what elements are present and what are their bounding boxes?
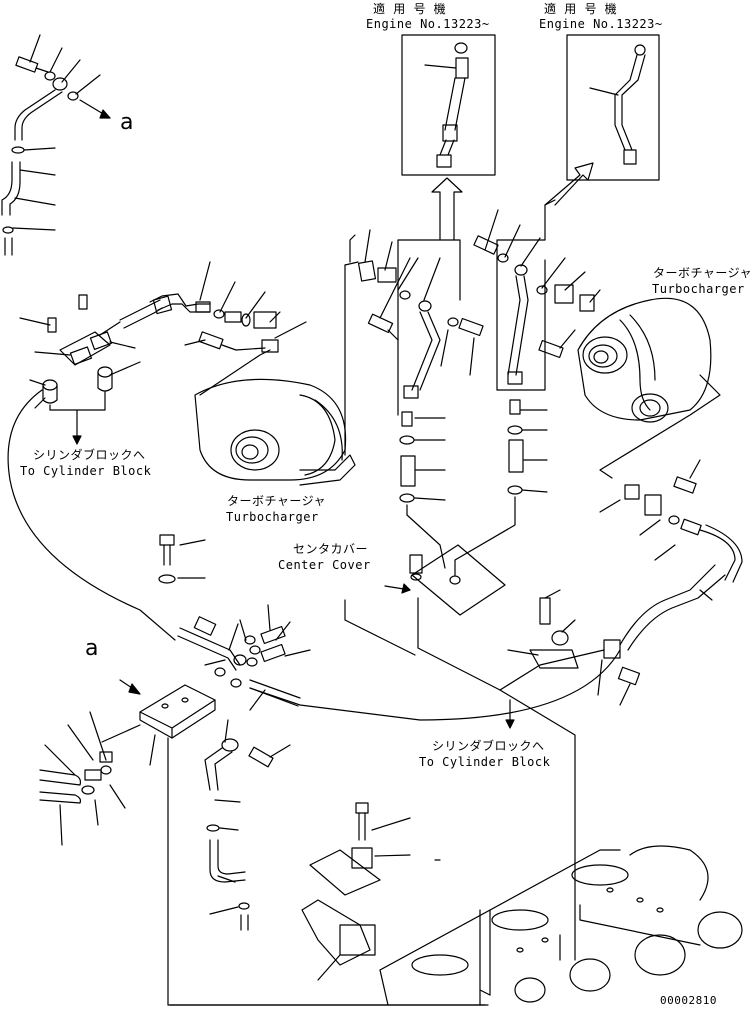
drawing-number: 00002810: [660, 994, 717, 1007]
cylinder-jp-left: シリンダブロックへ: [33, 448, 146, 462]
applicable-box-left: [401, 34, 496, 176]
cylinder-jp-bottom: シリンダブロックへ: [432, 739, 545, 753]
top-left-tube-group: [1, 34, 111, 256]
long-return-hose: [249, 649, 621, 721]
center-cover-jp: センタカバー: [293, 542, 369, 556]
center-cover-en: Center Cover: [278, 558, 371, 572]
turbo-en-right: Turbocharger: [652, 282, 745, 296]
turbo-center: [194, 261, 359, 486]
left-turbo-hose: [99, 261, 307, 396]
applicable-label-right: 適 用 号 機: [544, 2, 618, 16]
turbo-jp-center: ターボチャージャ: [227, 494, 327, 508]
applicable-label-left: 適 用 号 機: [373, 2, 447, 16]
block-a: [39, 534, 489, 1006]
center-pipe-group: [349, 229, 484, 569]
turbo-jp-right: ターボチャージャ: [653, 266, 753, 280]
cylinder-block: [379, 845, 743, 1006]
reference-a-mid: a: [85, 636, 99, 661]
right-bracket: [499, 589, 641, 706]
turbo-en-center: Turbocharger: [226, 510, 319, 524]
cylinder-en-bottom: To Cylinder Block: [419, 755, 551, 769]
turbo-right: [577, 297, 743, 651]
lower-tubes: [204, 719, 291, 931]
engine-no-right: Engine No.13223~: [539, 17, 663, 31]
right-pipe-group: [431, 162, 601, 576]
left-banjo-group: [7, 294, 176, 641]
engine-no-left: Engine No.13223~: [366, 17, 490, 31]
reference-a-top: a: [120, 110, 134, 135]
applicable-box-right: [566, 34, 660, 181]
cylinder-en-left: To Cylinder Block: [20, 464, 152, 478]
bottom-bracket: [301, 802, 441, 981]
